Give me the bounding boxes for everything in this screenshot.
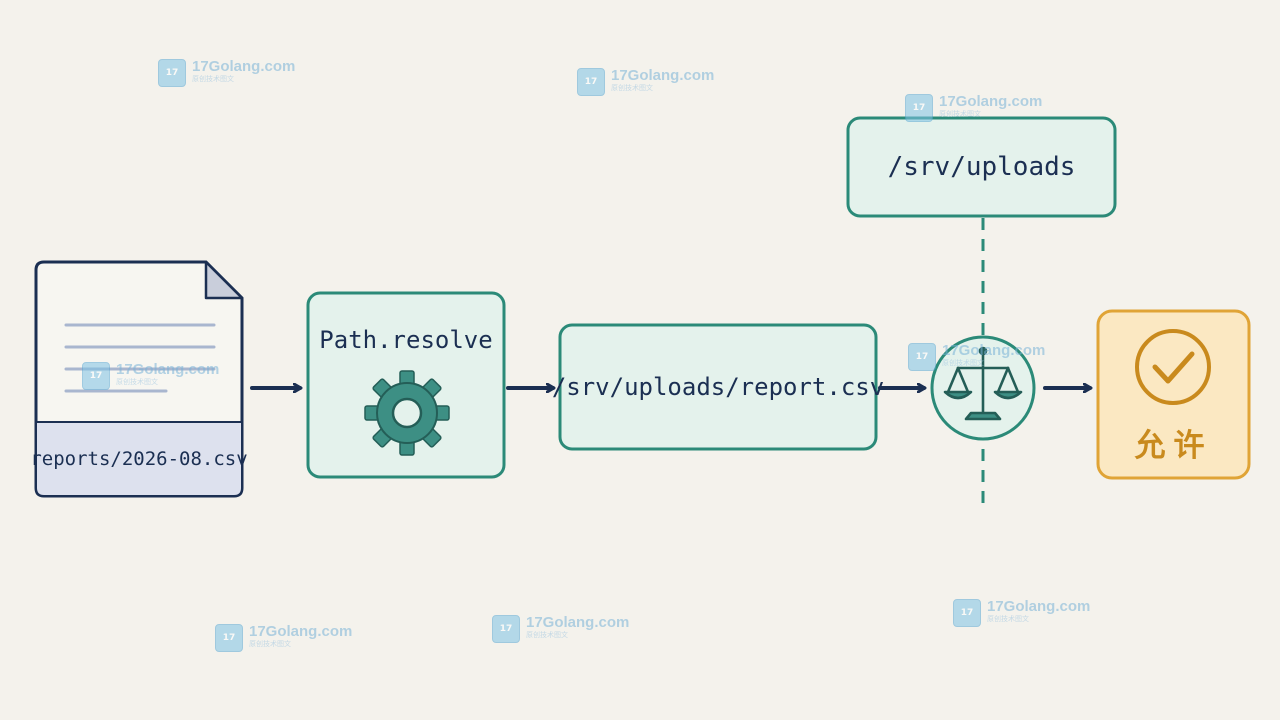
resolved-path-node: [558, 323, 878, 451]
base-dir-node: [846, 116, 1117, 218]
file-dogear: [204, 260, 244, 300]
base-dir-label: /srv/uploads: [887, 152, 1076, 182]
input-file-node: [34, 260, 244, 498]
result-node: [1096, 309, 1251, 480]
resolver-label: Path.resolve: [319, 326, 493, 354]
file-label-band: [37, 422, 241, 495]
check-circle-icon: [1135, 329, 1211, 405]
resolved-path-label: /srv/uploads/report.csv: [551, 373, 885, 401]
gear-icon: [364, 370, 450, 456]
compare-node: [930, 335, 1036, 441]
result-label: 允许: [1134, 427, 1213, 464]
input-file-label: reports/2026-08.csv: [30, 448, 248, 470]
scales-icon: [943, 346, 1023, 421]
